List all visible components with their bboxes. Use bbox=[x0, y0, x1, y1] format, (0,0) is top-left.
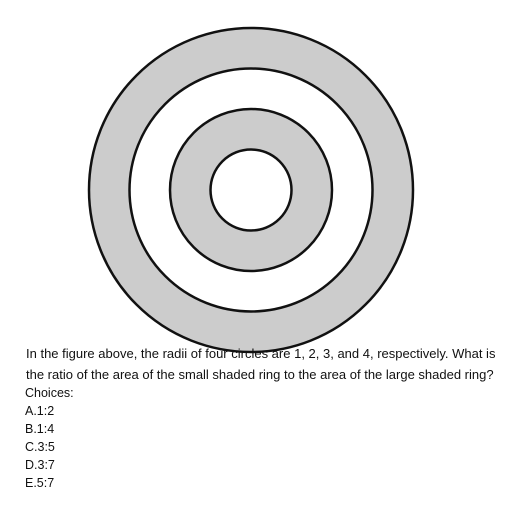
choice-b: B.1:4 bbox=[25, 422, 55, 436]
choice-d: D.3:7 bbox=[25, 458, 55, 472]
choice-a: A.1:2 bbox=[25, 404, 55, 418]
choice-c: C.3:5 bbox=[25, 440, 55, 454]
choice-e: E.5:7 bbox=[25, 476, 55, 490]
circle-radius-1 bbox=[209, 148, 293, 232]
concentric-circles-group bbox=[87, 26, 415, 354]
question-text: In the figure above, the radii of four c… bbox=[26, 346, 496, 382]
choices-label: Choices: bbox=[25, 386, 74, 400]
choices-list: A.1:2 B.1:4 C.3:5 D.3:7 E.5:7 bbox=[25, 402, 55, 492]
